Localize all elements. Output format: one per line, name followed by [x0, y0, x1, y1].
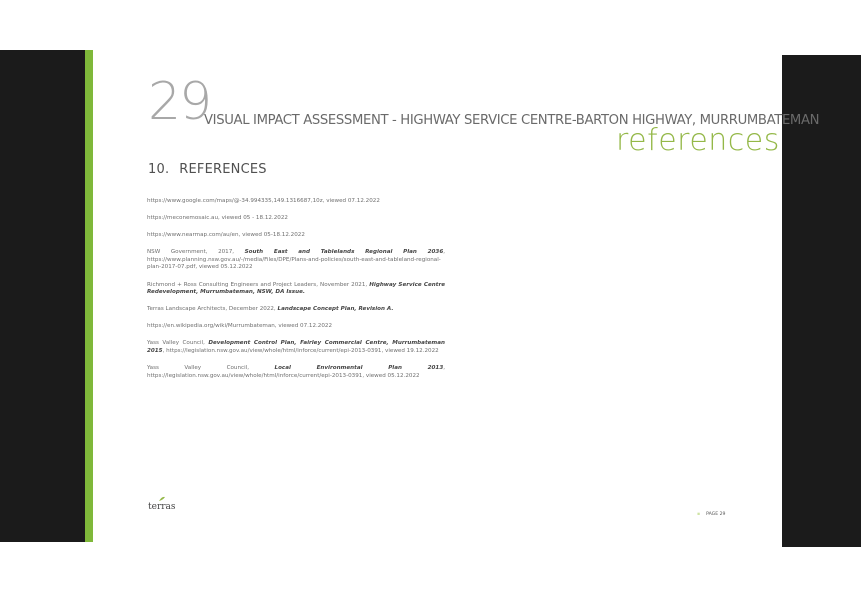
reference-author: NSW Government, 2017,	[147, 249, 245, 256]
reference-title: Local Environmental Plan 2013	[274, 365, 444, 372]
section-heading: 10. REFERENCES	[148, 162, 267, 177]
reference-item: NSW Government, 2017, South East and Tab…	[147, 249, 445, 272]
right-dark-panel	[782, 55, 861, 547]
reference-title: Landscape Concept Plan, Revision A.	[277, 306, 394, 313]
reference-details: , https://www.planning.nsw.gov.au/-/medi…	[147, 249, 445, 271]
reference-text: https://www.nearmap.com/au/en, viewed 05…	[147, 232, 305, 239]
leaf-icon	[158, 496, 165, 501]
footer-marker: ▪	[697, 512, 701, 517]
reference-text: https://en.wikipedia.org/wiki/Murrumbate…	[147, 323, 333, 330]
reference-item: Yass Valley Council, Local Environmental…	[147, 365, 445, 380]
logo-text: terras	[148, 502, 176, 512]
reference-item: https://www.nearmap.com/au/en, viewed 05…	[147, 232, 445, 240]
reference-title: Highway Service Centre Redevelopment, Mu…	[147, 281, 446, 296]
reference-details: , https://legislation.nsw.gov.au/view/wh…	[147, 365, 445, 379]
reference-item: Yass Valley Council, Development Control…	[147, 340, 445, 355]
reference-details: , https://legislation.nsw.gov.au/view/wh…	[162, 348, 439, 355]
reference-author: Terras Landscape Architects, December 20…	[147, 306, 278, 313]
page-footer: ▪ PAGE 29	[697, 512, 725, 517]
reference-item: Richmond + Ross Consulting Engineers and…	[147, 282, 445, 297]
chapter-number: 29	[148, 72, 212, 132]
reference-author: Richmond + Ross Consulting Engineers and…	[147, 281, 370, 288]
reference-text: https://www.google.com/maps/@-34.994335,…	[147, 198, 380, 204]
document-title: VISUAL IMPACT ASSESSMENT - HIGHWAY SERVI…	[204, 113, 820, 128]
reference-item: https://en.wikipedia.org/wiki/Murrumbate…	[147, 323, 445, 331]
reference-author: Yass Valley Council,	[147, 340, 209, 347]
left-green-strip	[85, 50, 93, 542]
reference-title: South East and Tablelands Regional Plan …	[244, 249, 444, 256]
terras-logo: terras	[148, 496, 176, 512]
section-number: 10.	[148, 162, 170, 177]
left-dark-panel	[0, 50, 85, 542]
section-title: REFERENCES	[179, 162, 267, 177]
reference-list: https://www.google.com/maps/@-34.994335,…	[147, 198, 445, 390]
reference-item: https://www.google.com/maps/@-34.994335,…	[147, 198, 445, 206]
reference-item: https://meconemosaic.au, viewed 05 - 18.…	[147, 215, 445, 223]
reference-text: https://meconemosaic.au, viewed 05 - 18.…	[147, 215, 288, 222]
page-number: PAGE 29	[706, 512, 726, 517]
reference-item: Terras Landscape Architects, December 20…	[147, 306, 445, 314]
reference-author: Yass Valley Council,	[147, 365, 275, 372]
reference-title: Development Control Plan, Fairley Commer…	[147, 340, 446, 355]
section-word: references	[616, 123, 780, 158]
